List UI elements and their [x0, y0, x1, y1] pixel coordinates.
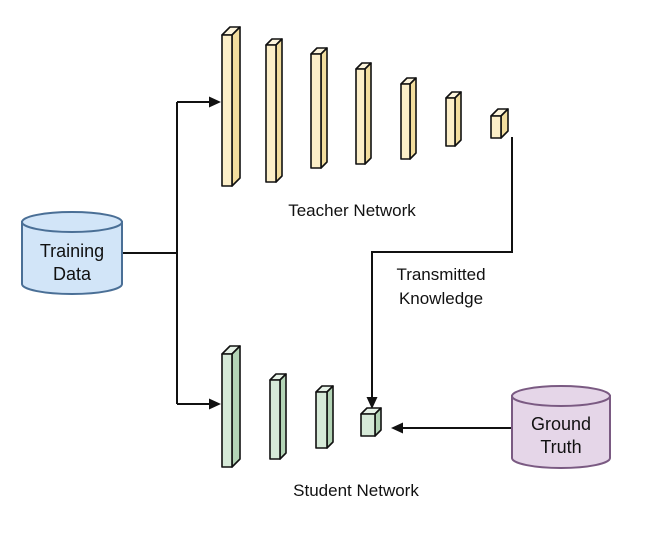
teacher-layer-6 — [445, 91, 462, 147]
teacher-layer-2-front-face — [265, 44, 277, 183]
ground-truth-database-icon: Ground Truth — [511, 385, 611, 469]
student-layer-4 — [360, 407, 382, 437]
arrow-head-icon — [391, 422, 403, 434]
teacher-layer-1-front-face — [221, 34, 233, 187]
training-data-label-line1: Training — [40, 241, 104, 261]
student-layer-2-side-face — [279, 373, 287, 460]
student-layer-4-side-face — [374, 407, 382, 437]
teacher-layer-4-front-face — [355, 68, 366, 165]
training-data-cylinder-body — [21, 221, 123, 295]
transmitted-knowledge-label-line2: Knowledge — [399, 289, 483, 308]
ground-truth-cylinder-body — [511, 395, 611, 469]
teacher-layer-6-front-face — [445, 97, 456, 147]
training-data-cylinder-top — [21, 211, 123, 233]
arrow-head-icon — [209, 96, 221, 108]
teacher-layer-5-side-face — [409, 77, 417, 160]
teacher-layer-1-side-face — [231, 26, 241, 187]
teacher-layer-3-front-face — [310, 53, 322, 169]
teacher-layer-4-side-face — [364, 62, 372, 165]
student-layer-2 — [269, 373, 287, 460]
teacher-layer-6-side-face — [454, 91, 462, 147]
teacher-layer-3 — [310, 47, 328, 169]
student-layer-3 — [315, 385, 334, 449]
student-layer-1-side-face — [231, 345, 241, 468]
student-layer-1-front-face — [221, 353, 233, 468]
transmitted-knowledge-line — [371, 137, 513, 398]
student-layer-1 — [221, 345, 241, 468]
ground-truth-label-line1: Ground — [531, 414, 591, 434]
teacher-layer-2-side-face — [275, 38, 283, 183]
teacher-layer-7-front-face — [490, 115, 502, 139]
teacher-network-layers — [221, 26, 509, 187]
ground-truth-cylinder-top — [511, 385, 611, 407]
transmitted-knowledge-label-line1: Transmitted — [396, 265, 485, 284]
teacher-layer-5-front-face — [400, 83, 411, 160]
arrow-head-icon — [209, 398, 221, 410]
student-layer-3-front-face — [315, 391, 328, 449]
student-layer-2-front-face — [269, 379, 281, 460]
teacher-layer-7 — [490, 108, 509, 139]
student-network-layers — [221, 345, 382, 468]
ground-truth-label-line2: Truth — [540, 437, 581, 457]
teacher-layer-1 — [221, 26, 241, 187]
training-data-database-icon: Training Data — [21, 211, 123, 295]
connectors — [122, 101, 513, 429]
arrow-head-icon — [366, 397, 378, 409]
training-data-label-line2: Data — [53, 264, 92, 284]
teacher-layer-5 — [400, 77, 417, 160]
student-network-label: Student Network — [293, 481, 419, 500]
arrowheads — [209, 96, 403, 434]
teacher-network-label: Teacher Network — [288, 201, 416, 220]
teacher-layer-3-side-face — [320, 47, 328, 169]
student-layer-3-side-face — [326, 385, 334, 449]
student-layer-4-front-face — [360, 413, 376, 437]
teacher-layer-4 — [355, 62, 372, 165]
teacher-layer-2 — [265, 38, 283, 183]
